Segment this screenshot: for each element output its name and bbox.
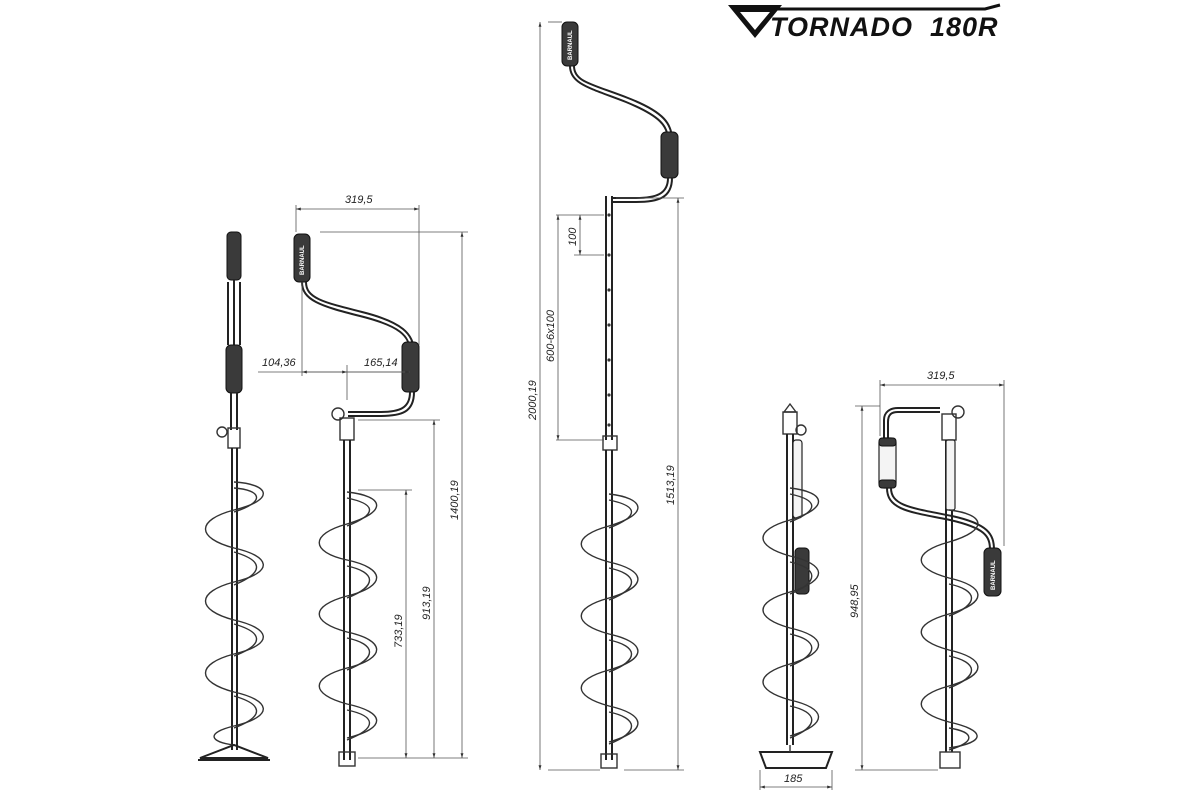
- top-grip: [226, 231, 242, 281]
- blade-plate: [199, 743, 269, 759]
- dim-label-ext-total: 2000,19: [527, 380, 539, 421]
- folded-blade: [758, 751, 834, 769]
- dim-label-fold-handle-width: 319,5: [927, 370, 955, 382]
- logo-brand: TORNADO: [770, 12, 913, 42]
- dim-label-folded-height: 948,95: [849, 583, 861, 618]
- dim-label-1513: 1513,19: [665, 465, 677, 505]
- auger-extended-view: BARNAUL 2000,19 600-6x100 100: [527, 21, 684, 771]
- auger-spiral-2: [318, 491, 378, 739]
- tornado-logo: TORNADO 180R: [728, 3, 1001, 42]
- fold-auger-spiral: [920, 509, 979, 749]
- dim-label-913: 913,19: [421, 586, 433, 620]
- crank-arm: [301, 281, 411, 353]
- dim-label-offset-right: 165,14: [364, 357, 398, 369]
- dim-label-offset-left: 104,36: [262, 357, 297, 369]
- dim-label-handle-width: 319,5: [345, 194, 373, 206]
- lower-grip: [225, 344, 243, 394]
- ext-grip-label: BARNAUL: [568, 30, 574, 60]
- logo-arrow-icon: [770, 3, 1001, 11]
- clamp-knob: [216, 426, 228, 438]
- dim-label-total-height: 1400,19: [449, 480, 461, 520]
- folded-handle-bar: [792, 439, 803, 519]
- dim-label-blade-width: 185: [784, 773, 803, 785]
- fold-grip-label: BARNAUL: [991, 560, 997, 590]
- folded-grip: [794, 547, 810, 595]
- fold-knob: [951, 405, 965, 419]
- extension-holes: [607, 213, 611, 427]
- crank-knob: [331, 407, 345, 421]
- folded-auger-spiral: [762, 487, 820, 737]
- auger-folded-front-view: BARNAUL 319,5 948,95: [849, 370, 1005, 771]
- dim-label-733: 733,19: [393, 614, 405, 648]
- crank-lower-grip: [401, 341, 420, 393]
- dim-label-spacing: 100: [567, 227, 579, 246]
- ext-crank-arm: [569, 65, 669, 141]
- fold-lower-grip: [983, 547, 1002, 597]
- auger-folded-side-view: 185: [758, 402, 834, 790]
- auger-assembled-view: [198, 231, 270, 761]
- grip-label: BARNAUL: [300, 245, 306, 275]
- auger-spiral: [204, 481, 264, 746]
- ext-lower-grip: [660, 131, 679, 179]
- fold-crank-arm: [886, 487, 991, 551]
- dim-label-ext-range: 600-6x100: [545, 309, 557, 362]
- auger-with-crank-view: BARNAUL 319,5 104,36 165,14 1400,19 913,…: [258, 194, 468, 767]
- logo-model: 180R: [930, 12, 999, 42]
- ext-auger-spiral: [580, 493, 639, 743]
